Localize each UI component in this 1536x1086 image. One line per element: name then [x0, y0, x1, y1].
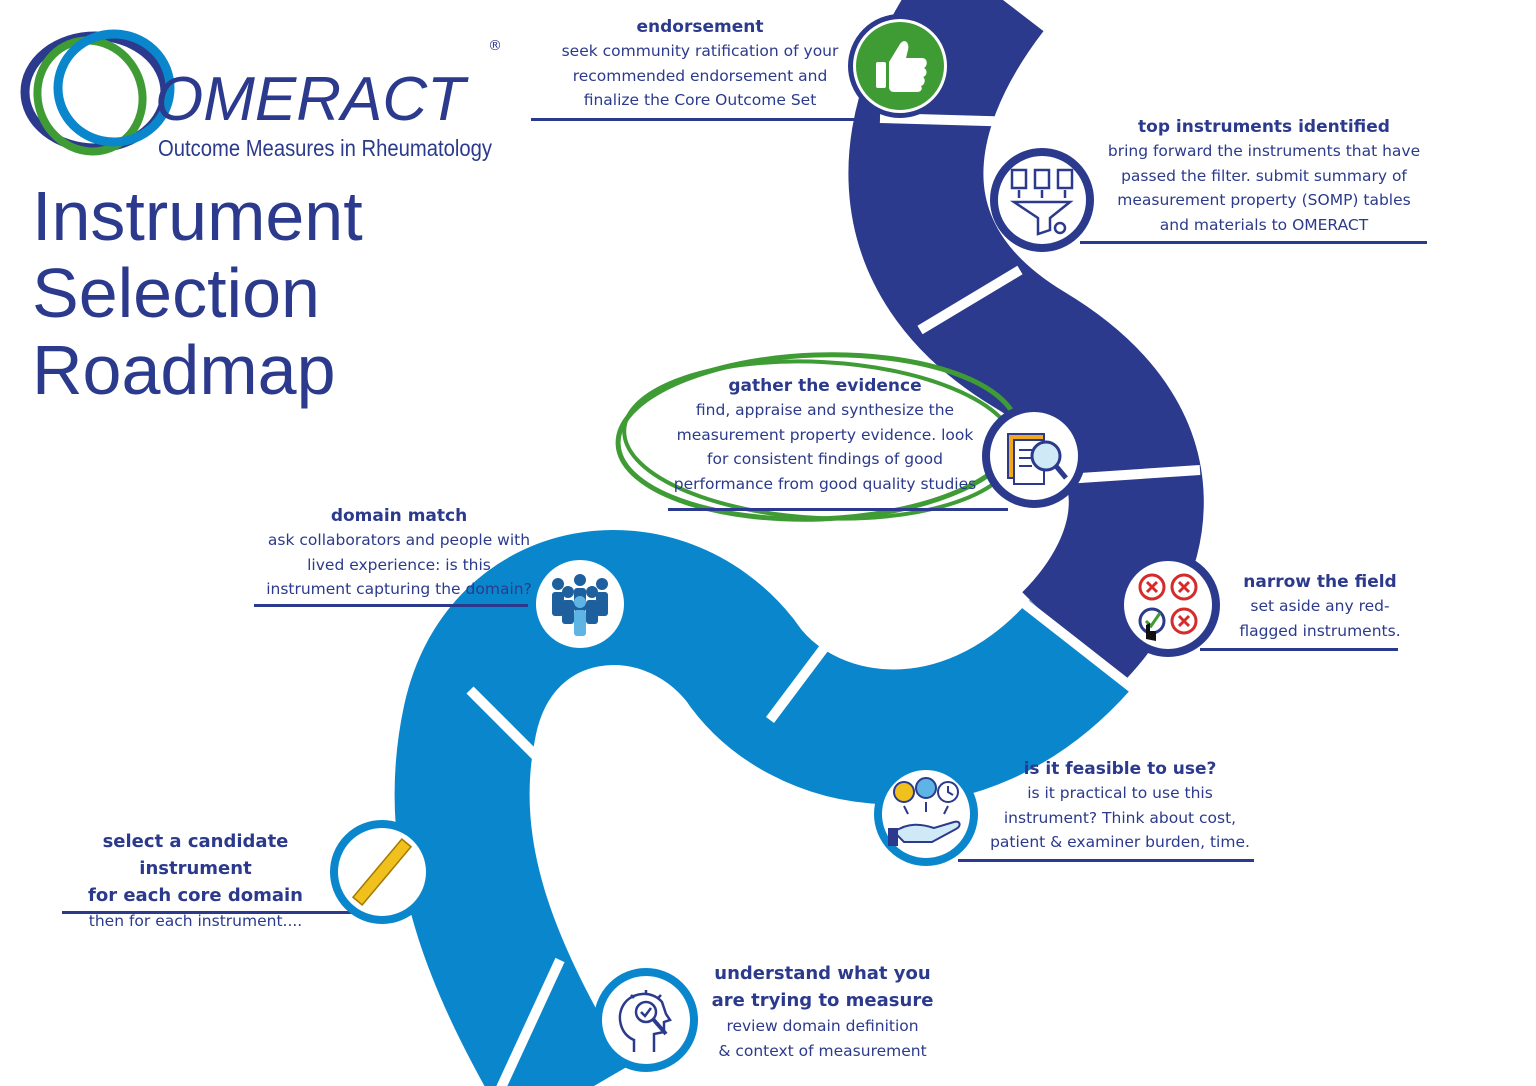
step-gather-evidence: gather the evidence find, appraise and s… — [660, 374, 990, 496]
thumbs-up-icon — [876, 41, 927, 92]
step-icon-understand — [594, 968, 698, 1072]
step-underline — [1200, 648, 1398, 651]
step-endorsement: endorsement seek community ratification … — [540, 15, 860, 113]
step-icon-select-candidate — [330, 820, 434, 924]
step-body-line: finalize the Core Outcome Set — [583, 91, 817, 109]
step-understand: understand what you are trying to measur… — [700, 960, 945, 1063]
step-icon-top-instruments — [990, 148, 1094, 252]
title-line-2: Selection — [32, 254, 320, 332]
step-icon-feasible — [874, 762, 978, 866]
step-narrow-field: narrow the field set aside any red- flag… — [1225, 570, 1415, 643]
step-heading: narrow the field — [1243, 572, 1397, 592]
step-icon-domain-match — [528, 552, 632, 656]
step-underline — [1080, 241, 1427, 244]
hand-cost-time-icon — [888, 777, 961, 846]
step-body-line: then for each instrument.... — [88, 912, 303, 930]
step-icon-endorsement — [848, 14, 952, 118]
step-heading: for each core domain — [88, 885, 303, 906]
step-body-line: seek community ratification of your — [561, 42, 839, 60]
step-body-line: is it practical to use this — [1027, 784, 1213, 802]
step-body-line: for consistent findings of good — [707, 450, 943, 468]
logo-wordmark: OMERACT — [155, 65, 469, 134]
step-underline — [958, 859, 1254, 862]
step-heading: select a candidate instrument — [102, 831, 289, 879]
title-line-3: Roadmap — [32, 331, 336, 409]
road-dark-segment — [848, 0, 1204, 688]
step-body-line: review domain definition — [726, 1017, 919, 1035]
document-filter-icon — [1009, 168, 1074, 236]
logo-ring-blue — [53, 29, 175, 147]
step-body-line: recommended endorsement and — [572, 66, 828, 85]
ruler-icon — [351, 837, 413, 907]
step-heading: gather the evidence — [728, 376, 922, 396]
step-body-line: passed the filter. submit summary of — [1121, 166, 1407, 185]
step-body-line: patient & examiner burden, time. — [990, 833, 1250, 851]
step-top-instruments: top instruments identified bring forward… — [1094, 115, 1434, 237]
title-line-1: Instrument — [32, 177, 363, 255]
step-body-line: instrument? Think about cost, — [1003, 808, 1237, 827]
step-domain-match: domain match ask collaborators and peopl… — [245, 504, 553, 602]
step-icon-narrow-field — [1116, 553, 1220, 657]
step-body-line: instrument capturing the domain? — [266, 580, 532, 598]
step-feasible: is it feasible to use? is it practical t… — [975, 757, 1265, 855]
step-body-line: set aside any red- — [1250, 597, 1390, 615]
step-body-line: ask collaborators and people with — [267, 531, 531, 549]
step-heading: understand what you — [714, 963, 931, 984]
step-heading: top instruments identified — [1138, 117, 1390, 137]
step-heading: is it feasible to use? — [1023, 759, 1217, 779]
step-heading: domain match — [330, 506, 468, 526]
step-body-line: bring forward the instruments that have — [1107, 142, 1421, 160]
step-body-line: lived experience: is this — [307, 555, 491, 574]
step-body-line: measurement property (SOMP) tables — [1117, 191, 1411, 209]
step-icon-gather-evidence — [982, 404, 1086, 508]
page-title: Instrument Selection Roadmap — [32, 178, 363, 409]
step-body-line: and materials to OMERACT — [1159, 215, 1369, 234]
logo-tagline: Outcome Measures in Rheumatology — [158, 135, 492, 161]
step-body-line: measurement property evidence. look — [676, 425, 974, 444]
people-group-icon — [552, 574, 608, 636]
logo-ring-green — [33, 36, 147, 156]
step-body-line: find, appraise and synthesize the — [695, 401, 955, 419]
step-select-candidate: select a candidate instrument for each c… — [48, 828, 343, 934]
head-search-icon — [618, 990, 672, 1052]
step-underline — [531, 118, 861, 121]
step-heading: are trying to measure — [711, 990, 934, 1011]
logo-registered-mark: ® — [488, 38, 502, 54]
step-underline — [668, 508, 1008, 511]
step-body-line: flagged instruments. — [1239, 621, 1401, 640]
step-heading: endorsement — [636, 17, 764, 37]
step-underline — [254, 604, 534, 607]
step-body-line: & context of measurement — [718, 1041, 927, 1060]
magnifying-document-icon — [1007, 433, 1068, 485]
step-body-line: performance from good quality studies — [673, 474, 977, 493]
step-underline — [62, 911, 357, 914]
omeract-logo: OMERACT ® Outcome Measures in Rheumatolo… — [20, 29, 502, 161]
red-x-checklist-icon — [1138, 573, 1198, 641]
